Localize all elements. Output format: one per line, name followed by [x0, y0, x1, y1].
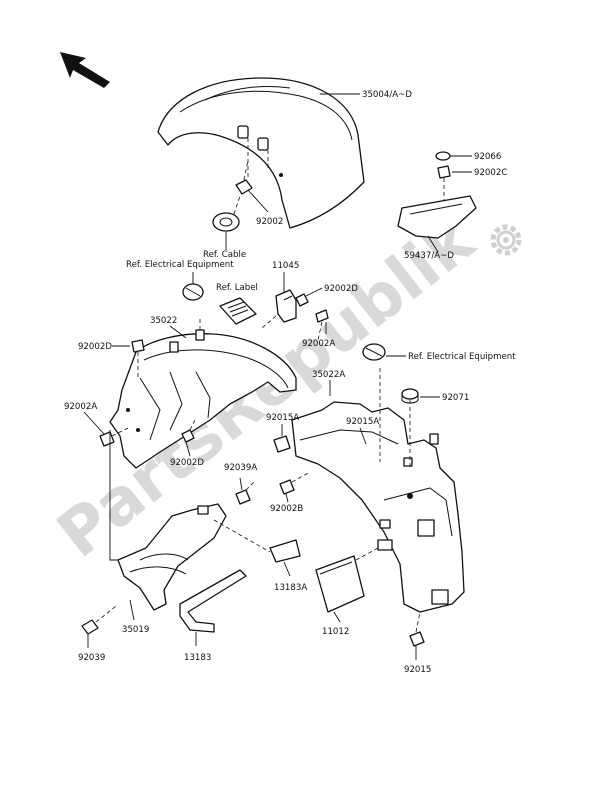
- direction-arrow-icon: [60, 52, 110, 88]
- part-label-92039A: 92039A: [224, 463, 257, 473]
- electrical-clip-1: [182, 283, 204, 301]
- inner-fender-35019: [117, 503, 271, 611]
- nut-92039A: [235, 479, 257, 505]
- part-label-92002D-a: 92002D: [324, 284, 358, 294]
- part-label-92002D-c: 92002D: [170, 458, 204, 468]
- part-label-92002A-b: 92002A: [64, 402, 97, 412]
- part-label-11012: 11012: [322, 627, 349, 637]
- part-label-13183A: 13183A: [274, 583, 307, 593]
- clip-92015A-a: [273, 435, 291, 453]
- ref-electrical-label-2: Ref. Electrical Equipment: [408, 352, 516, 362]
- strap-13183: [179, 569, 247, 633]
- gear-icon: [490, 224, 522, 256]
- inner-fender-35022: [109, 318, 297, 469]
- bracket-11045: [261, 289, 297, 329]
- bolt-92002A-b: [99, 427, 129, 447]
- cap-92066: [435, 151, 451, 161]
- part-label-92015: 92015: [404, 665, 431, 675]
- bolt-92002D-b: [131, 339, 145, 380]
- part-label-35004: 35004/A~D: [362, 90, 412, 100]
- nut-92039: [81, 605, 117, 635]
- part-label-11045: 11045: [272, 261, 299, 271]
- ref-cable-label: Ref. Cable: [203, 250, 246, 260]
- warning-label: [219, 297, 257, 325]
- bolt-92002: [235, 159, 253, 195]
- part-label-92002C: 92002C: [474, 168, 507, 178]
- part-label-92015A-a: 92015A: [266, 413, 299, 423]
- part-label-92071: 92071: [442, 393, 469, 403]
- part-label-92039: 92039: [78, 653, 105, 663]
- part-label-92066: 92066: [474, 152, 501, 162]
- clip-92015: [409, 611, 425, 647]
- bolt-92002B: [279, 471, 311, 495]
- bracket-13183A: [269, 539, 301, 563]
- electrical-clip-2: [362, 343, 386, 361]
- part-label-35022: 35022: [150, 316, 177, 326]
- front-fender: [157, 77, 365, 229]
- part-label-92002A-a: 92002A: [302, 339, 335, 349]
- mud-flap-59437: [397, 195, 477, 239]
- part-label-92002B: 92002B: [270, 504, 303, 514]
- bolt-92002D-a: [295, 293, 309, 307]
- cable-grommet: [212, 195, 241, 232]
- bolt-92002D-c: [181, 417, 197, 443]
- bolt-92002A-a: [315, 309, 329, 341]
- part-label-13183: 13183: [184, 653, 211, 663]
- reflector-11012: [315, 547, 379, 613]
- part-label-35019: 35019: [122, 625, 149, 635]
- ref-label-label: Ref. Label: [216, 283, 258, 293]
- part-label-35022A: 35022A: [312, 370, 345, 380]
- bolt-92002C: [437, 165, 451, 202]
- rear-fender-35022A: [291, 368, 465, 613]
- cap-92071: [401, 388, 419, 404]
- part-label-92002: 92002: [256, 217, 283, 227]
- part-label-59437: 59437/A~D: [404, 251, 454, 261]
- part-label-92002D-b: 92002D: [78, 342, 112, 352]
- part-label-92015A-b: 92015A: [346, 417, 379, 427]
- ref-electrical-label-1: Ref. Electrical Equipment: [126, 260, 234, 270]
